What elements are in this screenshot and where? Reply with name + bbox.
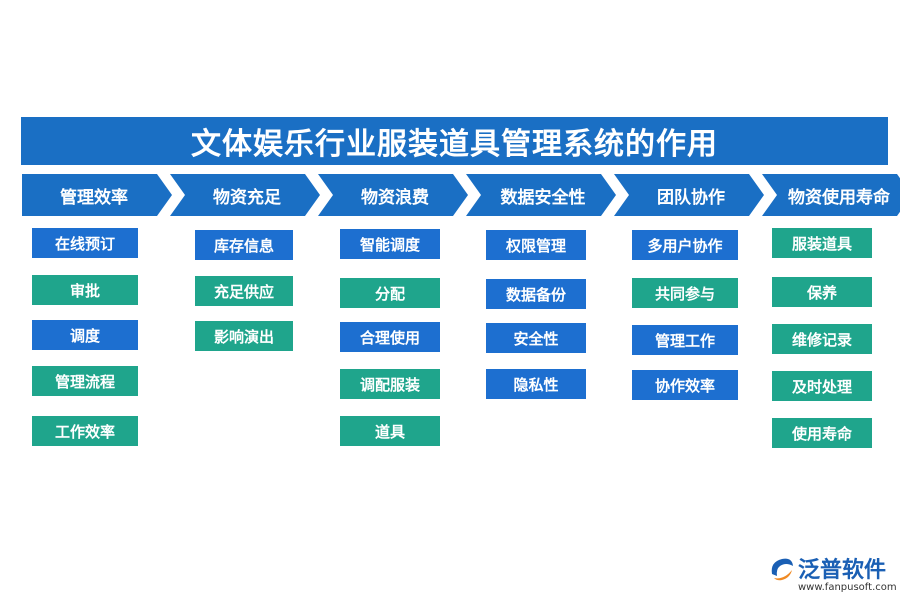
- item-box: 管理工作: [632, 325, 738, 355]
- category-header-row: 管理效率 物资充足 物资浪费 数据安全性 团队协作 物资使用寿命: [22, 174, 900, 216]
- category-header-label: 团队协作: [657, 187, 725, 208]
- item-box: 权限管理: [486, 230, 586, 260]
- item-box: 道具: [340, 416, 440, 446]
- item-box: 管理流程: [32, 366, 138, 396]
- category-header-1: 管理效率: [22, 174, 172, 216]
- category-header-label: 物资浪费: [361, 187, 429, 208]
- item-box: 调度: [32, 320, 138, 350]
- item-box: 工作效率: [32, 416, 138, 446]
- item-box: 分配: [340, 278, 440, 308]
- item-box: 保养: [772, 277, 872, 307]
- item-box: 维修记录: [772, 324, 872, 354]
- category-header-label: 管理效率: [60, 187, 128, 208]
- item-box: 及时处理: [772, 371, 872, 401]
- logo-url: www.fanpusoft.com: [798, 582, 897, 593]
- item-box: 共同参与: [632, 278, 738, 308]
- item-box: 充足供应: [195, 276, 293, 306]
- category-header-5: 团队协作: [614, 174, 764, 216]
- item-box: 服装道具: [772, 228, 872, 258]
- category-header-label: 物资充足: [213, 187, 281, 208]
- item-box: 协作效率: [632, 370, 738, 400]
- item-box: 在线预订: [32, 228, 138, 258]
- item-box: 隐私性: [486, 369, 586, 399]
- item-box: 多用户协作: [632, 230, 738, 260]
- item-box: 合理使用: [340, 322, 440, 352]
- logo-mark-icon: [771, 558, 793, 581]
- category-header-label: 物资使用寿命: [788, 187, 890, 208]
- item-box: 使用寿命: [772, 418, 872, 448]
- item-box: 审批: [32, 275, 138, 305]
- category-header-3: 物资浪费: [318, 174, 468, 216]
- item-box: 影响演出: [195, 321, 293, 351]
- category-header-4: 数据安全性: [466, 174, 616, 216]
- logo-name: 泛普软件: [798, 558, 887, 583]
- item-box: 智能调度: [340, 229, 440, 259]
- category-header-label: 数据安全性: [500, 187, 586, 208]
- brand-logo: 泛普软件 www.fanpusoft.com: [768, 552, 897, 596]
- item-box: 安全性: [486, 323, 586, 353]
- diagram-title: 文体娱乐行业服装道具管理系统的作用: [21, 117, 888, 165]
- item-box: 数据备份: [486, 279, 586, 309]
- category-header-6: 物资使用寿命: [762, 174, 900, 216]
- item-box: 调配服装: [340, 369, 440, 399]
- category-header-2: 物资充足: [170, 174, 320, 216]
- item-box: 库存信息: [195, 230, 293, 260]
- diagram-title-text: 文体娱乐行业服装道具管理系统的作用: [191, 127, 718, 162]
